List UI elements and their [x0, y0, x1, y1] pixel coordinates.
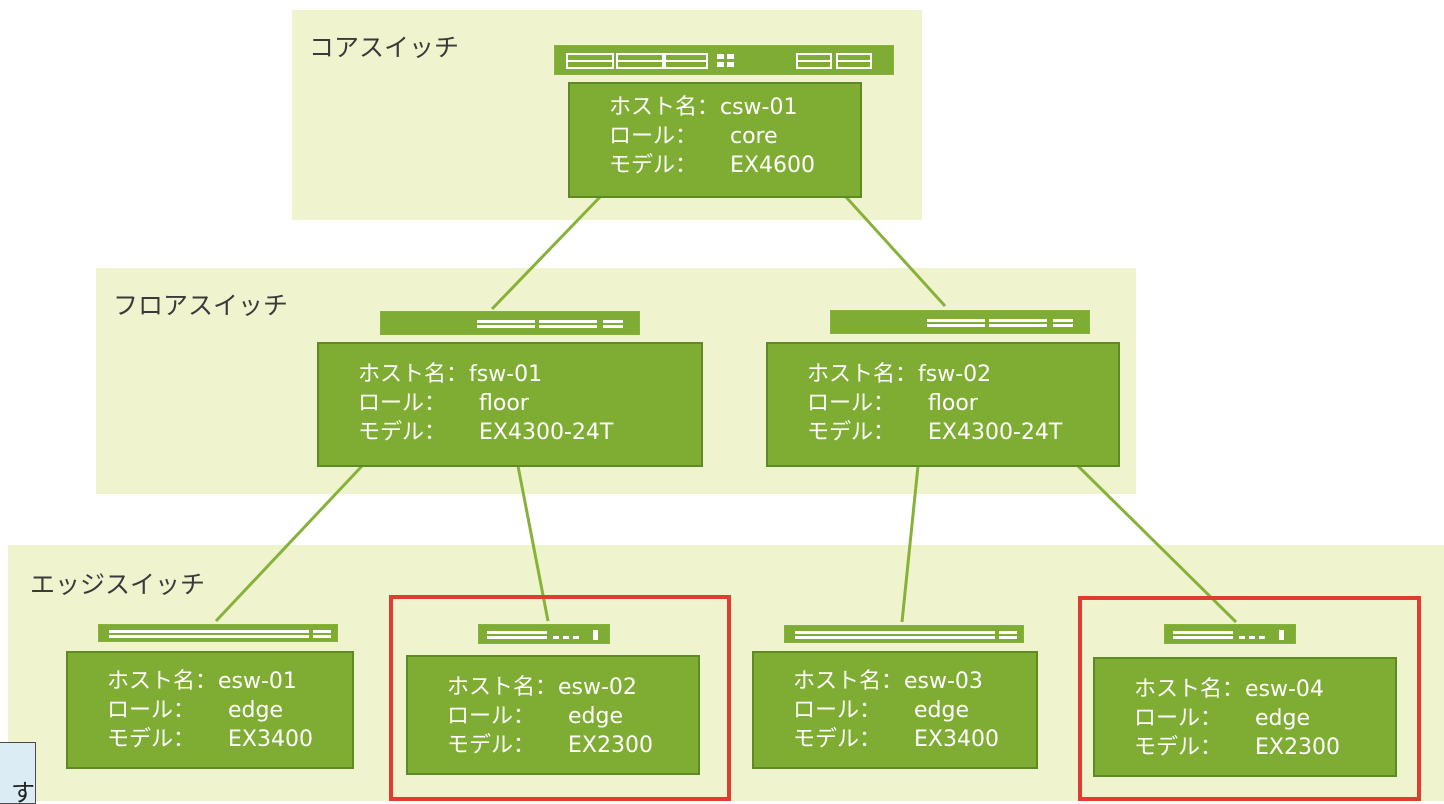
model-value: EX2300 — [1255, 735, 1340, 760]
model-label: モデル： — [447, 733, 536, 758]
switch-device-icon — [784, 625, 1024, 643]
host-value: esw-03 — [904, 669, 983, 694]
model-value: EX4600 — [730, 153, 815, 178]
switch-device-icon — [98, 624, 338, 642]
host-value: esw-02 — [558, 675, 637, 700]
switch-card-esw-02: ホスト名：esw-02 ロール： edge モデル： EX2300 — [406, 655, 700, 775]
role-value: edge — [568, 704, 623, 729]
model-value: EX4300-24T — [928, 420, 1063, 445]
switch-device-icon — [380, 311, 640, 335]
host-value: esw-01 — [218, 669, 297, 694]
switch-card-esw-01: ホスト名：esw-01 ロール： edge モデル： EX3400 — [66, 651, 354, 769]
switch-card-csw-01: ホスト名：csw-01 ロール： core モデル： EX4600 — [568, 82, 862, 198]
role-label: ロール： — [1134, 706, 1223, 731]
switch-card-fsw-01: ホスト名：fsw-01 ロール： floor モデル： EX4300-24T — [317, 342, 703, 467]
host-label: ホスト名： — [107, 669, 218, 694]
edge-tier-label: エッジスイッチ — [30, 570, 206, 599]
role-label: ロール： — [358, 391, 447, 416]
switch-device-icon — [1164, 624, 1296, 644]
link-fsw-02-esw-03 — [900, 465, 920, 623]
host-value: fsw-02 — [918, 362, 992, 387]
host-value: csw-01 — [720, 95, 798, 120]
host-value: fsw-01 — [469, 362, 543, 387]
role-value: edge — [228, 698, 283, 723]
highlight-esw-02 — [389, 595, 731, 801]
note-text: す — [11, 779, 35, 804]
model-label: モデル： — [107, 727, 196, 752]
note-box: す — [0, 742, 36, 804]
model-label: モデル： — [807, 420, 896, 445]
link-csw-01-fsw-02 — [844, 195, 947, 308]
role-label: ロール： — [107, 698, 196, 723]
host-label: ホスト名： — [807, 362, 918, 387]
role-value: floor — [479, 391, 529, 416]
model-label: モデル： — [609, 153, 698, 178]
role-value: edge — [1255, 706, 1310, 731]
role-value: floor — [928, 391, 978, 416]
host-value: esw-04 — [1245, 677, 1324, 702]
link-csw-01-fsw-01 — [490, 195, 602, 311]
switch-card-esw-03: ホスト名：esw-03 ロール： edge モデル： EX3400 — [752, 651, 1038, 769]
role-value: core — [730, 124, 778, 149]
model-label: モデル： — [1134, 735, 1223, 760]
model-value: EX3400 — [228, 727, 313, 752]
role-label: ロール： — [447, 704, 536, 729]
host-label: ホスト名： — [1134, 677, 1245, 702]
switch-card-esw-04: ホスト名：esw-04 ロール： edge モデル： EX2300 — [1093, 657, 1397, 777]
role-label: ロール： — [807, 391, 896, 416]
switch-device-icon — [830, 310, 1090, 334]
host-label: ホスト名： — [609, 95, 720, 120]
role-label: ロール： — [793, 698, 882, 723]
switch-device-icon — [554, 45, 894, 75]
model-label: モデル： — [793, 727, 882, 752]
model-value: EX3400 — [914, 727, 999, 752]
floor-tier-label: フロアスイッチ — [113, 291, 289, 320]
role-label: ロール： — [609, 124, 698, 149]
role-value: edge — [914, 698, 969, 723]
link-fsw-01-esw-01 — [214, 464, 364, 623]
switch-device-icon — [478, 624, 610, 644]
host-label: ホスト名： — [793, 669, 904, 694]
highlight-esw-04 — [1078, 596, 1421, 801]
host-label: ホスト名： — [447, 675, 558, 700]
core-tier-label: コアスイッチ — [309, 33, 460, 62]
model-value: EX2300 — [568, 733, 653, 758]
model-value: EX4300-24T — [479, 420, 614, 445]
model-label: モデル： — [358, 420, 447, 445]
switch-card-fsw-02: ホスト名：fsw-02 ロール： floor モデル： EX4300-24T — [766, 342, 1120, 467]
host-label: ホスト名： — [358, 362, 469, 387]
